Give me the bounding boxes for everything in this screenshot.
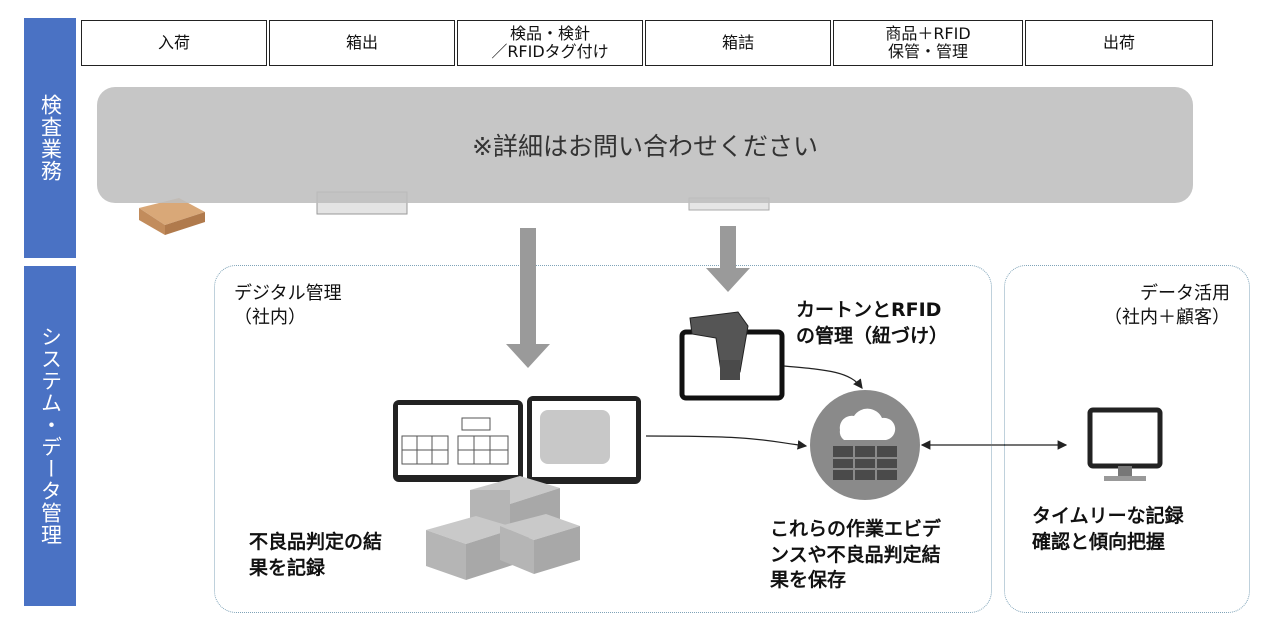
note-carton-rfid: カートンとRFID の管理（紐づけ） <box>796 299 949 347</box>
tablet-image-icon <box>527 396 641 484</box>
process-box-storage: 商品＋RFID 保管・管理 <box>833 20 1023 66</box>
data-use-zone <box>1004 265 1250 613</box>
note-defect-record: 不良品判定の結 果を記録 <box>249 531 383 579</box>
process-box-boxing: 箱詰 <box>645 20 831 66</box>
cloud-server-icon <box>810 390 920 500</box>
down-arrow-inspection <box>506 228 550 368</box>
overlay-text: ※詳細はお問い合わせください <box>472 132 818 161</box>
boxes-icon <box>426 476 580 580</box>
note-evidence: これらの作業エビデ ンスや不良品判定結 果を保存 <box>770 518 942 592</box>
tablet-scanner-icon <box>679 311 785 401</box>
process-box-unboxing: 箱出 <box>269 20 455 66</box>
process-box-arrival: 入荷 <box>81 20 267 66</box>
sidebar-system-label: システム・データ管理 <box>38 326 63 546</box>
process-box-shipping: 出荷 <box>1025 20 1213 66</box>
digital-management-zone <box>214 265 992 613</box>
connector-scanner-cloud <box>783 365 863 389</box>
process-box-inspection: 検品・検針 ／RFIDタグ付け <box>457 20 643 66</box>
note-timely: タイムリーな記録 確認と傾向把握 <box>1032 505 1184 553</box>
monitor-icon <box>1087 407 1163 481</box>
data-use-title: データ活用 （社内＋顧客） <box>1104 283 1230 329</box>
down-arrow-boxing <box>706 226 750 292</box>
tablet-defect-icon <box>393 400 523 482</box>
cardboard-box-icon <box>139 198 205 235</box>
connector-tablet-cloud <box>645 435 808 450</box>
sidebar-inspection: 検査業務 <box>24 18 76 258</box>
sidebar-inspection-label: 検査業務 <box>38 94 63 182</box>
digital-management-title: デジタル管理 （社内） <box>234 283 342 329</box>
sidebar-system: システム・データ管理 <box>24 266 76 606</box>
detail-overlay: ※詳細はお問い合わせください <box>97 87 1193 203</box>
